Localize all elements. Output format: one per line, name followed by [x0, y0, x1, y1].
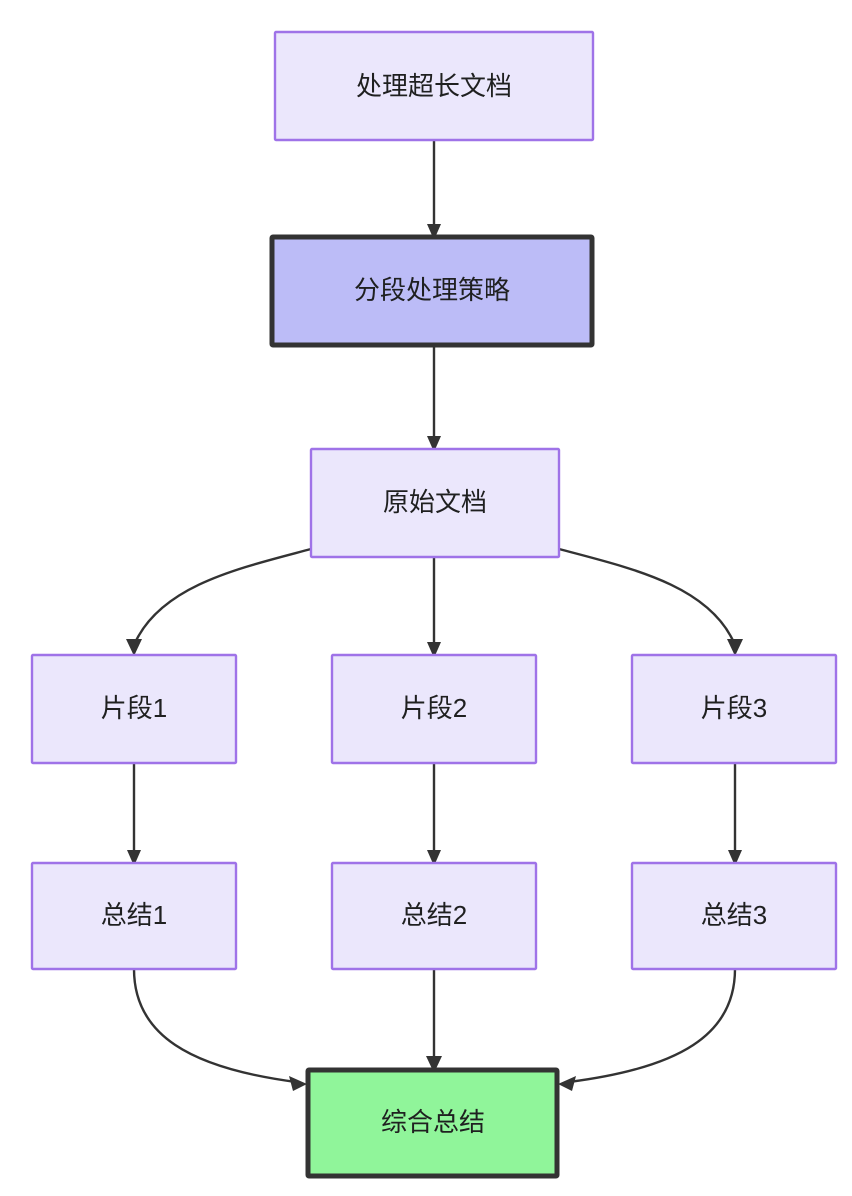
- edge-layer: [126, 140, 743, 1091]
- node-original-document[interactable]: 原始文档: [309, 447, 561, 559]
- node-label-n4: 片段1: [101, 693, 167, 723]
- edge-n8-n10: [426, 969, 442, 1073]
- node-rect-n2[interactable]: [269, 234, 595, 348]
- node-rect-n3[interactable]: [309, 447, 561, 559]
- node-label-n10: 综合总结: [381, 1107, 485, 1137]
- edge-n3-n6: [558, 547, 743, 656]
- node-rect-n4[interactable]: [30, 653, 238, 765]
- node-fragment-3[interactable]: 片段3: [630, 653, 838, 765]
- node-rect-n5[interactable]: [330, 653, 538, 765]
- node-label-n9: 总结3: [701, 900, 767, 930]
- node-rect-n9[interactable]: [630, 861, 838, 971]
- edge-n9-n10: [558, 968, 737, 1091]
- node-label-n2: 分段处理策略: [354, 275, 510, 305]
- edge-n6-n9: [728, 763, 742, 866]
- node-label-n7: 总结1: [101, 900, 167, 930]
- node-label-n5: 片段2: [401, 693, 467, 723]
- node-comprehensive-summary[interactable]: 综合总结: [305, 1067, 560, 1179]
- node-rect-n1[interactable]: [273, 30, 595, 142]
- node-rect-n10[interactable]: [305, 1067, 560, 1179]
- node-label-n8: 总结2: [401, 900, 467, 930]
- node-layer: 处理超长文档 分段处理策略 原始文档 片段1 片段2 片段3: [30, 30, 838, 1179]
- node-summary-3[interactable]: 总结3: [630, 861, 838, 971]
- node-label-n1: 处理超长文档: [356, 71, 512, 101]
- edge-n1-n2: [427, 140, 441, 240]
- edge-n5-n8: [427, 763, 441, 866]
- edge-n3-n4: [126, 547, 312, 656]
- node-label-n6: 片段3: [701, 693, 767, 723]
- node-rect-n7[interactable]: [30, 861, 238, 971]
- edge-n7-n10: [132, 968, 307, 1091]
- edge-n3-n5: [427, 557, 441, 658]
- node-process-long-document[interactable]: 处理超长文档: [273, 30, 595, 142]
- node-summary-1[interactable]: 总结1: [30, 861, 238, 971]
- edge-n2-n3: [427, 345, 441, 452]
- node-fragment-1[interactable]: 片段1: [30, 653, 238, 765]
- node-summary-2[interactable]: 总结2: [330, 861, 538, 971]
- edge-n4-n7: [127, 763, 141, 866]
- node-label-n3: 原始文档: [383, 487, 487, 517]
- node-fragment-2[interactable]: 片段2: [330, 653, 538, 765]
- node-rect-n6[interactable]: [630, 653, 838, 765]
- node-rect-n8[interactable]: [330, 861, 538, 971]
- node-segmentation-strategy[interactable]: 分段处理策略: [269, 234, 595, 348]
